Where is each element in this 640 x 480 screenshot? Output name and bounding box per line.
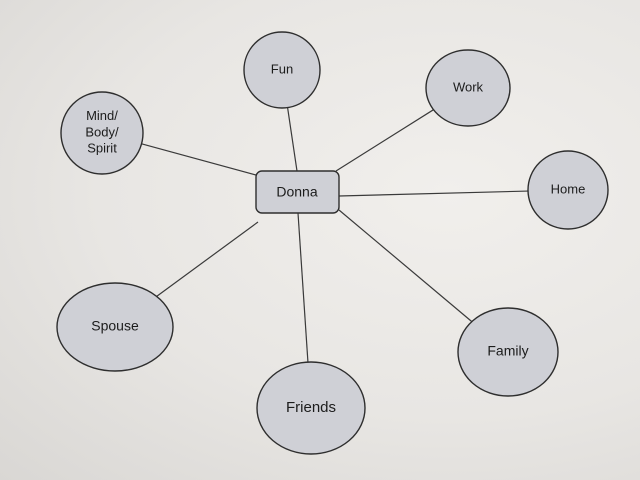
node-home-circle [527,150,609,230]
node-home-label: Home [551,181,586,196]
node-fun: Fun [243,31,321,109]
center-node: Donna [255,170,340,214]
node-family-label: Family [487,343,528,359]
connector-mind-body-spirit [141,143,257,176]
node-mind-body-spirit-label: Spirit [87,141,117,156]
connector-home [338,190,529,197]
connector-friends [297,212,309,363]
node-mind-body-spirit-label: Body/ [85,124,119,139]
node-friends-label: Friends [286,399,336,416]
node-mind-body-spirit: Mind/Body/Spirit [60,91,144,175]
connector-work [335,109,434,172]
connector-fun [286,107,298,172]
center-node-label: Donna [276,184,317,200]
node-spouse: Spouse [56,282,174,372]
node-work: Work [425,49,511,127]
node-fun-label: Fun [271,61,293,76]
node-mind-body-spirit-label: Mind/ [86,108,118,123]
satellite-nodes: FunWorkMind/Body/SpiritHomeSpouseFamilyF… [56,31,609,455]
node-family: Family [457,307,559,397]
node-spouse-circle [56,282,174,372]
node-work-circle [425,49,511,127]
node-family-circle [457,307,559,397]
node-mind-body-spirit-circle [60,91,144,175]
node-home: Home [527,150,609,230]
node-fun-circle [243,31,321,109]
connector-family [338,209,473,323]
center-node-box [255,170,340,214]
connector-lines [141,107,529,363]
connector-spouse [156,221,259,297]
node-work-label: Work [453,79,484,94]
node-spouse-label: Spouse [91,318,139,334]
node-friends-circle [256,361,366,455]
node-friends: Friends [256,361,366,455]
